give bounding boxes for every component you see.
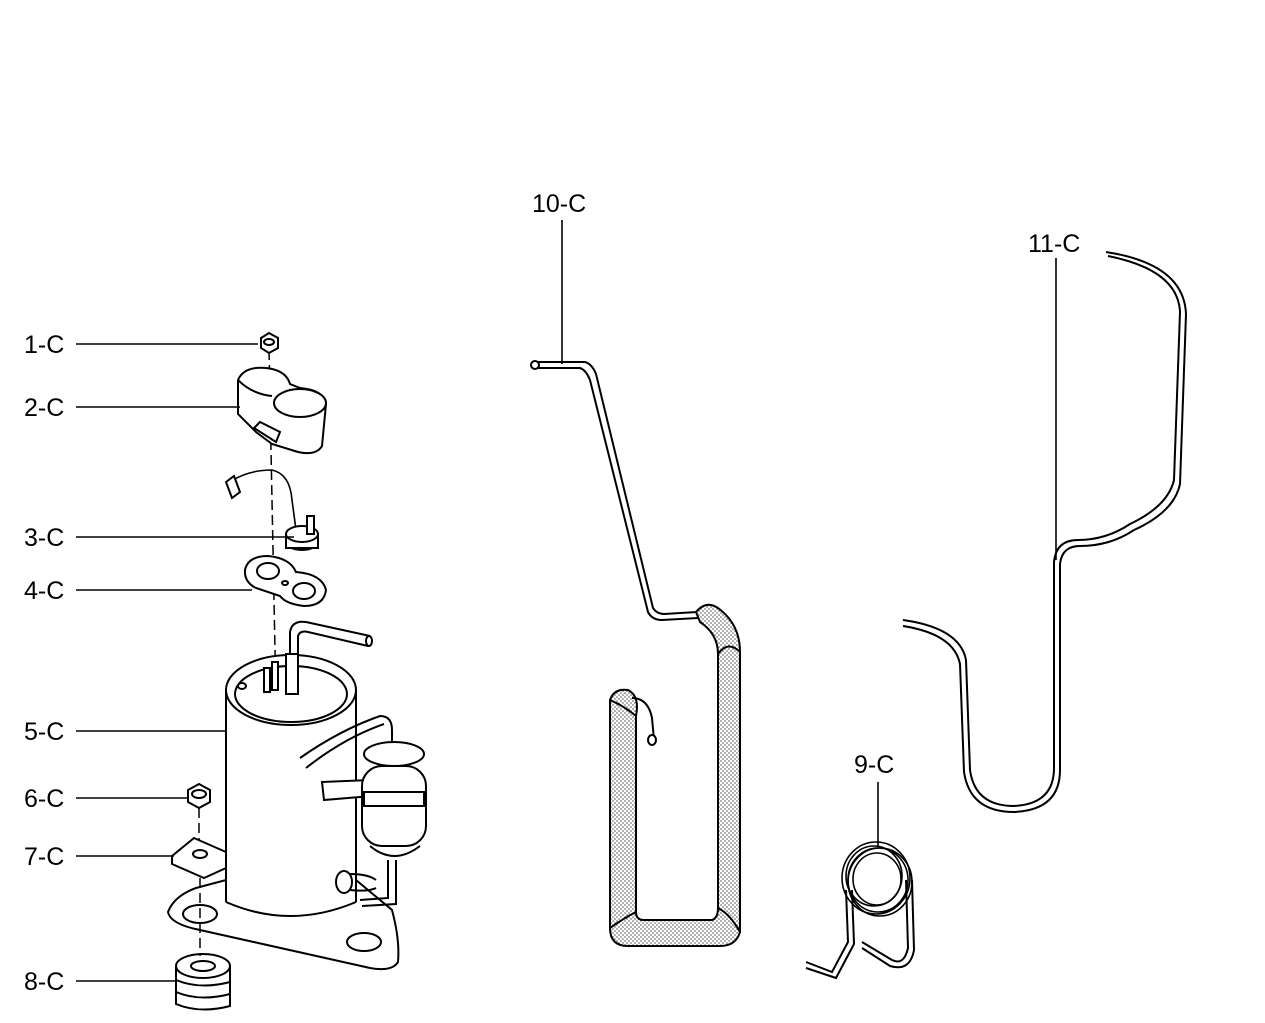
assembly-axis-line: [268, 349, 277, 701]
compressor-assembly: [166, 331, 427, 1011]
callout-7c: 7-C: [24, 843, 64, 871]
leader-lines: [76, 220, 1057, 982]
callout-3c: 3-C: [24, 524, 64, 552]
part-3c-overload-protector: [224, 469, 319, 551]
part-10c-pipe-with-insulation: [530, 360, 741, 947]
callout-1c: 1-C: [24, 331, 64, 359]
part-2c-terminal-cover: [237, 366, 328, 455]
callout-10c: 10-C: [532, 190, 586, 218]
callout-5c: 5-C: [24, 718, 64, 746]
callout-4c: 4-C: [24, 577, 64, 605]
callout-9c: 9-C: [854, 751, 894, 779]
part-9c-coiled-pipe: [805, 841, 916, 980]
part-5c-base-plate: [166, 879, 400, 971]
callout-6c: 6-C: [24, 785, 64, 813]
part-6c-nut: [187, 782, 211, 840]
insulation-sleeve: [609, 603, 741, 947]
part-4c-gasket: [243, 554, 328, 608]
callout-2c: 2-C: [24, 394, 64, 422]
part-1c-nut: [260, 331, 279, 355]
part-11c-long-pipe: [902, 251, 1188, 814]
part-7c-bracket: [171, 836, 227, 956]
callout-8c: 8-C: [24, 968, 64, 996]
callout-11c: 11-C: [1028, 230, 1080, 258]
part-5c-accumulator: [299, 714, 427, 907]
part-8c-rubber-grommet: [175, 953, 231, 1011]
